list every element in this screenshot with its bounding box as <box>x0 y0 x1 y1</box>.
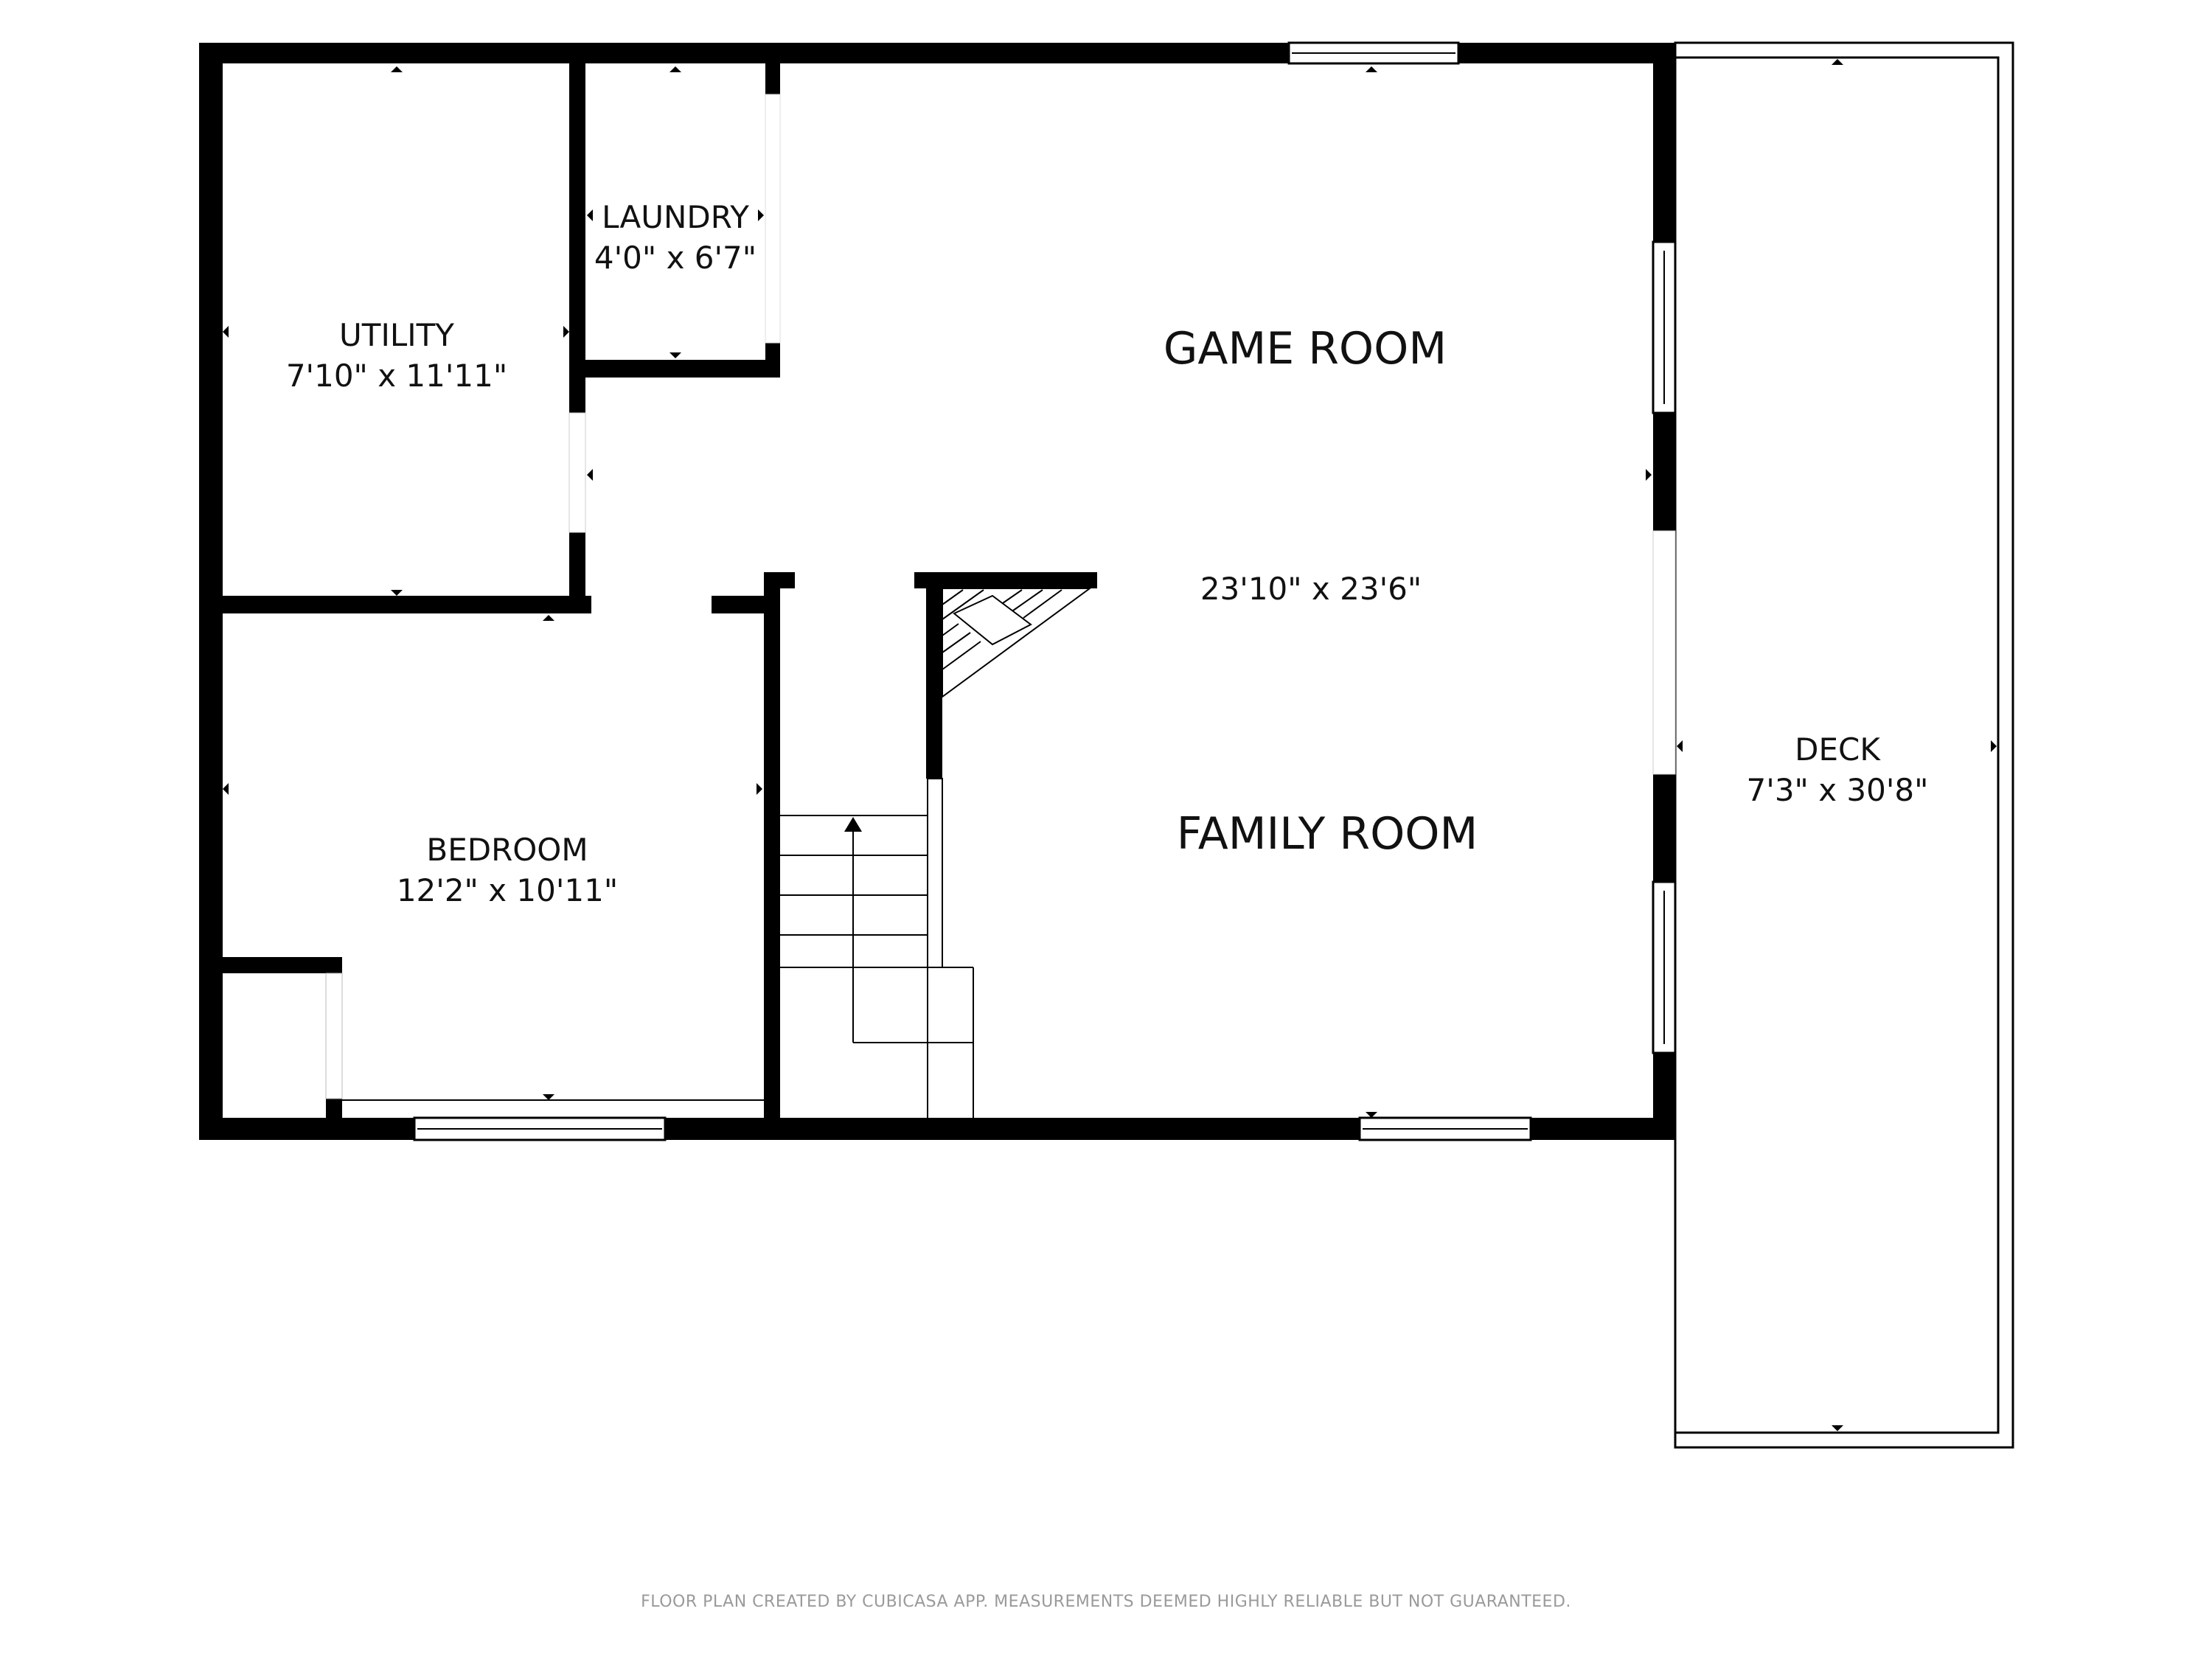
room-dimensions: 7'10" x 11'11" <box>285 357 508 394</box>
room-label-family-room: FAMILY ROOM <box>1176 808 1478 860</box>
door-openings <box>325 94 1676 1101</box>
room-label-deck: DECK 7'3" x 30'8" <box>1747 730 1929 810</box>
room-dimensions: 23'10" x 23'6" <box>1200 571 1422 607</box>
dimension-markers <box>223 59 1997 1431</box>
room-name: BEDROOM <box>426 832 588 868</box>
room-dimensions: 4'0" x 6'7" <box>594 239 757 276</box>
room-label-bedroom: BEDROOM 12'2" x 10'11" <box>397 830 618 911</box>
room-name: LAUNDRY <box>602 199 749 235</box>
room-label-laundry: LAUNDRY 4'0" x 6'7" <box>594 198 757 278</box>
footer-disclaimer: FLOOR PLAN CREATED BY CUBICASA APP. MEAS… <box>641 1593 1571 1611</box>
room-label-utility: UTILITY 7'10" x 11'11" <box>286 316 507 396</box>
room-dimensions-combined: 23'10" x 23'6" <box>1200 569 1422 610</box>
room-name: UTILITY <box>339 317 454 353</box>
room-dimensions: 7'3" x 30'8" <box>1746 771 1929 808</box>
room-label-game-room: GAME ROOM <box>1163 323 1447 375</box>
room-dimensions: 12'2" x 10'11" <box>396 872 619 908</box>
windows <box>413 41 1677 1141</box>
room-name: DECK <box>1795 731 1880 768</box>
staircase <box>780 778 974 1118</box>
fireplace <box>942 588 1093 698</box>
